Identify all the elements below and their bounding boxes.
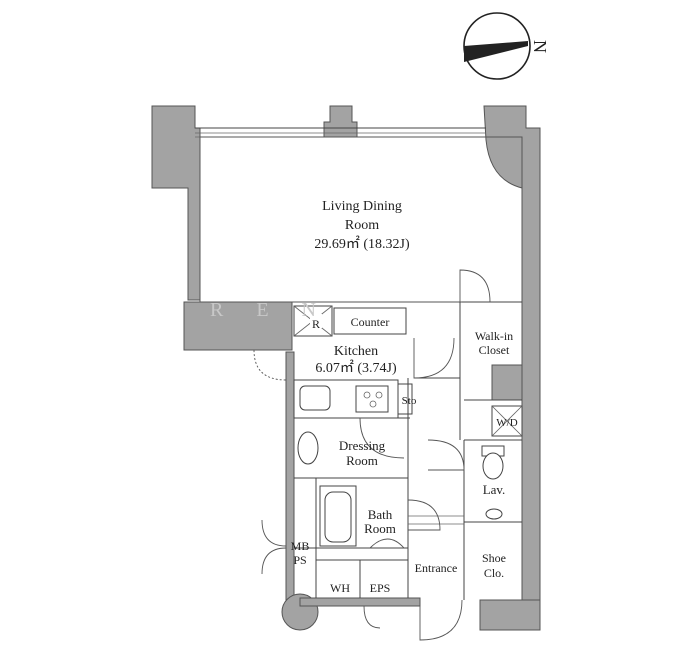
storage-label: Sto — [402, 395, 417, 407]
bathtub-icon — [319, 485, 357, 547]
living-room-label-2: Room — [345, 218, 379, 233]
living-door — [413, 337, 455, 379]
washer-dryer-label: W/D — [496, 417, 517, 429]
counter-box — [333, 307, 407, 335]
wh-door — [363, 605, 381, 629]
mbps-door-bottom — [261, 547, 287, 575]
kitchen-area: 6.07㎡ (3.74J) — [315, 360, 397, 376]
lav-sink-icon — [485, 508, 503, 520]
top-center-pillar — [323, 105, 358, 138]
north-label: N — [530, 40, 550, 53]
refrigerator-label: R — [312, 317, 320, 331]
closet-door — [459, 269, 491, 303]
entrance-label: Entrance — [415, 561, 458, 575]
bottom-right-wall — [479, 599, 541, 631]
water-heater-label: WH — [330, 581, 350, 595]
bath-room-label-1: Bath — [368, 507, 393, 522]
dressing-room-label-2: Room — [346, 453, 378, 468]
shoe-closet-label-1: Shoe — [482, 551, 506, 565]
bath-room-label-2: Room — [364, 521, 396, 536]
stove-icon — [355, 385, 389, 413]
lavatory-label: Lav. — [483, 482, 506, 497]
compass-needle-bottom — [464, 46, 528, 62]
shoe-closet-label-2: Clo. — [484, 566, 504, 580]
living-room-label-1: Living Dining — [322, 199, 402, 214]
dressing-basin-icon — [297, 431, 319, 465]
living-room-area: 29.69㎡ (18.32J) — [314, 236, 410, 252]
compass-needle-top — [464, 41, 528, 46]
watermark: R E N — [210, 299, 330, 321]
living-room-outline — [199, 136, 523, 303]
left-column — [151, 105, 201, 301]
sink-icon — [299, 385, 331, 411]
walk-in-closet-label-1: Walk-in — [475, 329, 513, 343]
bottom-wall — [299, 597, 421, 607]
right-column — [483, 105, 541, 631]
compass: N — [463, 12, 550, 80]
mb-label: MB — [291, 539, 310, 553]
lav-door — [407, 499, 441, 531]
counter-label: Counter — [351, 315, 390, 329]
mbps-door-top — [261, 519, 287, 547]
ps-label: PS — [293, 553, 306, 567]
entrance-door — [419, 599, 463, 641]
toilet-icon — [481, 445, 505, 480]
eps-label: EPS — [370, 581, 391, 595]
right-bump — [491, 364, 523, 401]
dressing-door — [359, 417, 405, 459]
toilet-door — [427, 439, 465, 471]
bath-door — [369, 538, 405, 549]
walk-in-closet-label-2: Closet — [479, 343, 510, 357]
kitchen-fixtures — [253, 305, 413, 419]
kitchen-label: Kitchen — [334, 344, 378, 359]
dressing-room-label-1: Dressing — [339, 438, 386, 453]
